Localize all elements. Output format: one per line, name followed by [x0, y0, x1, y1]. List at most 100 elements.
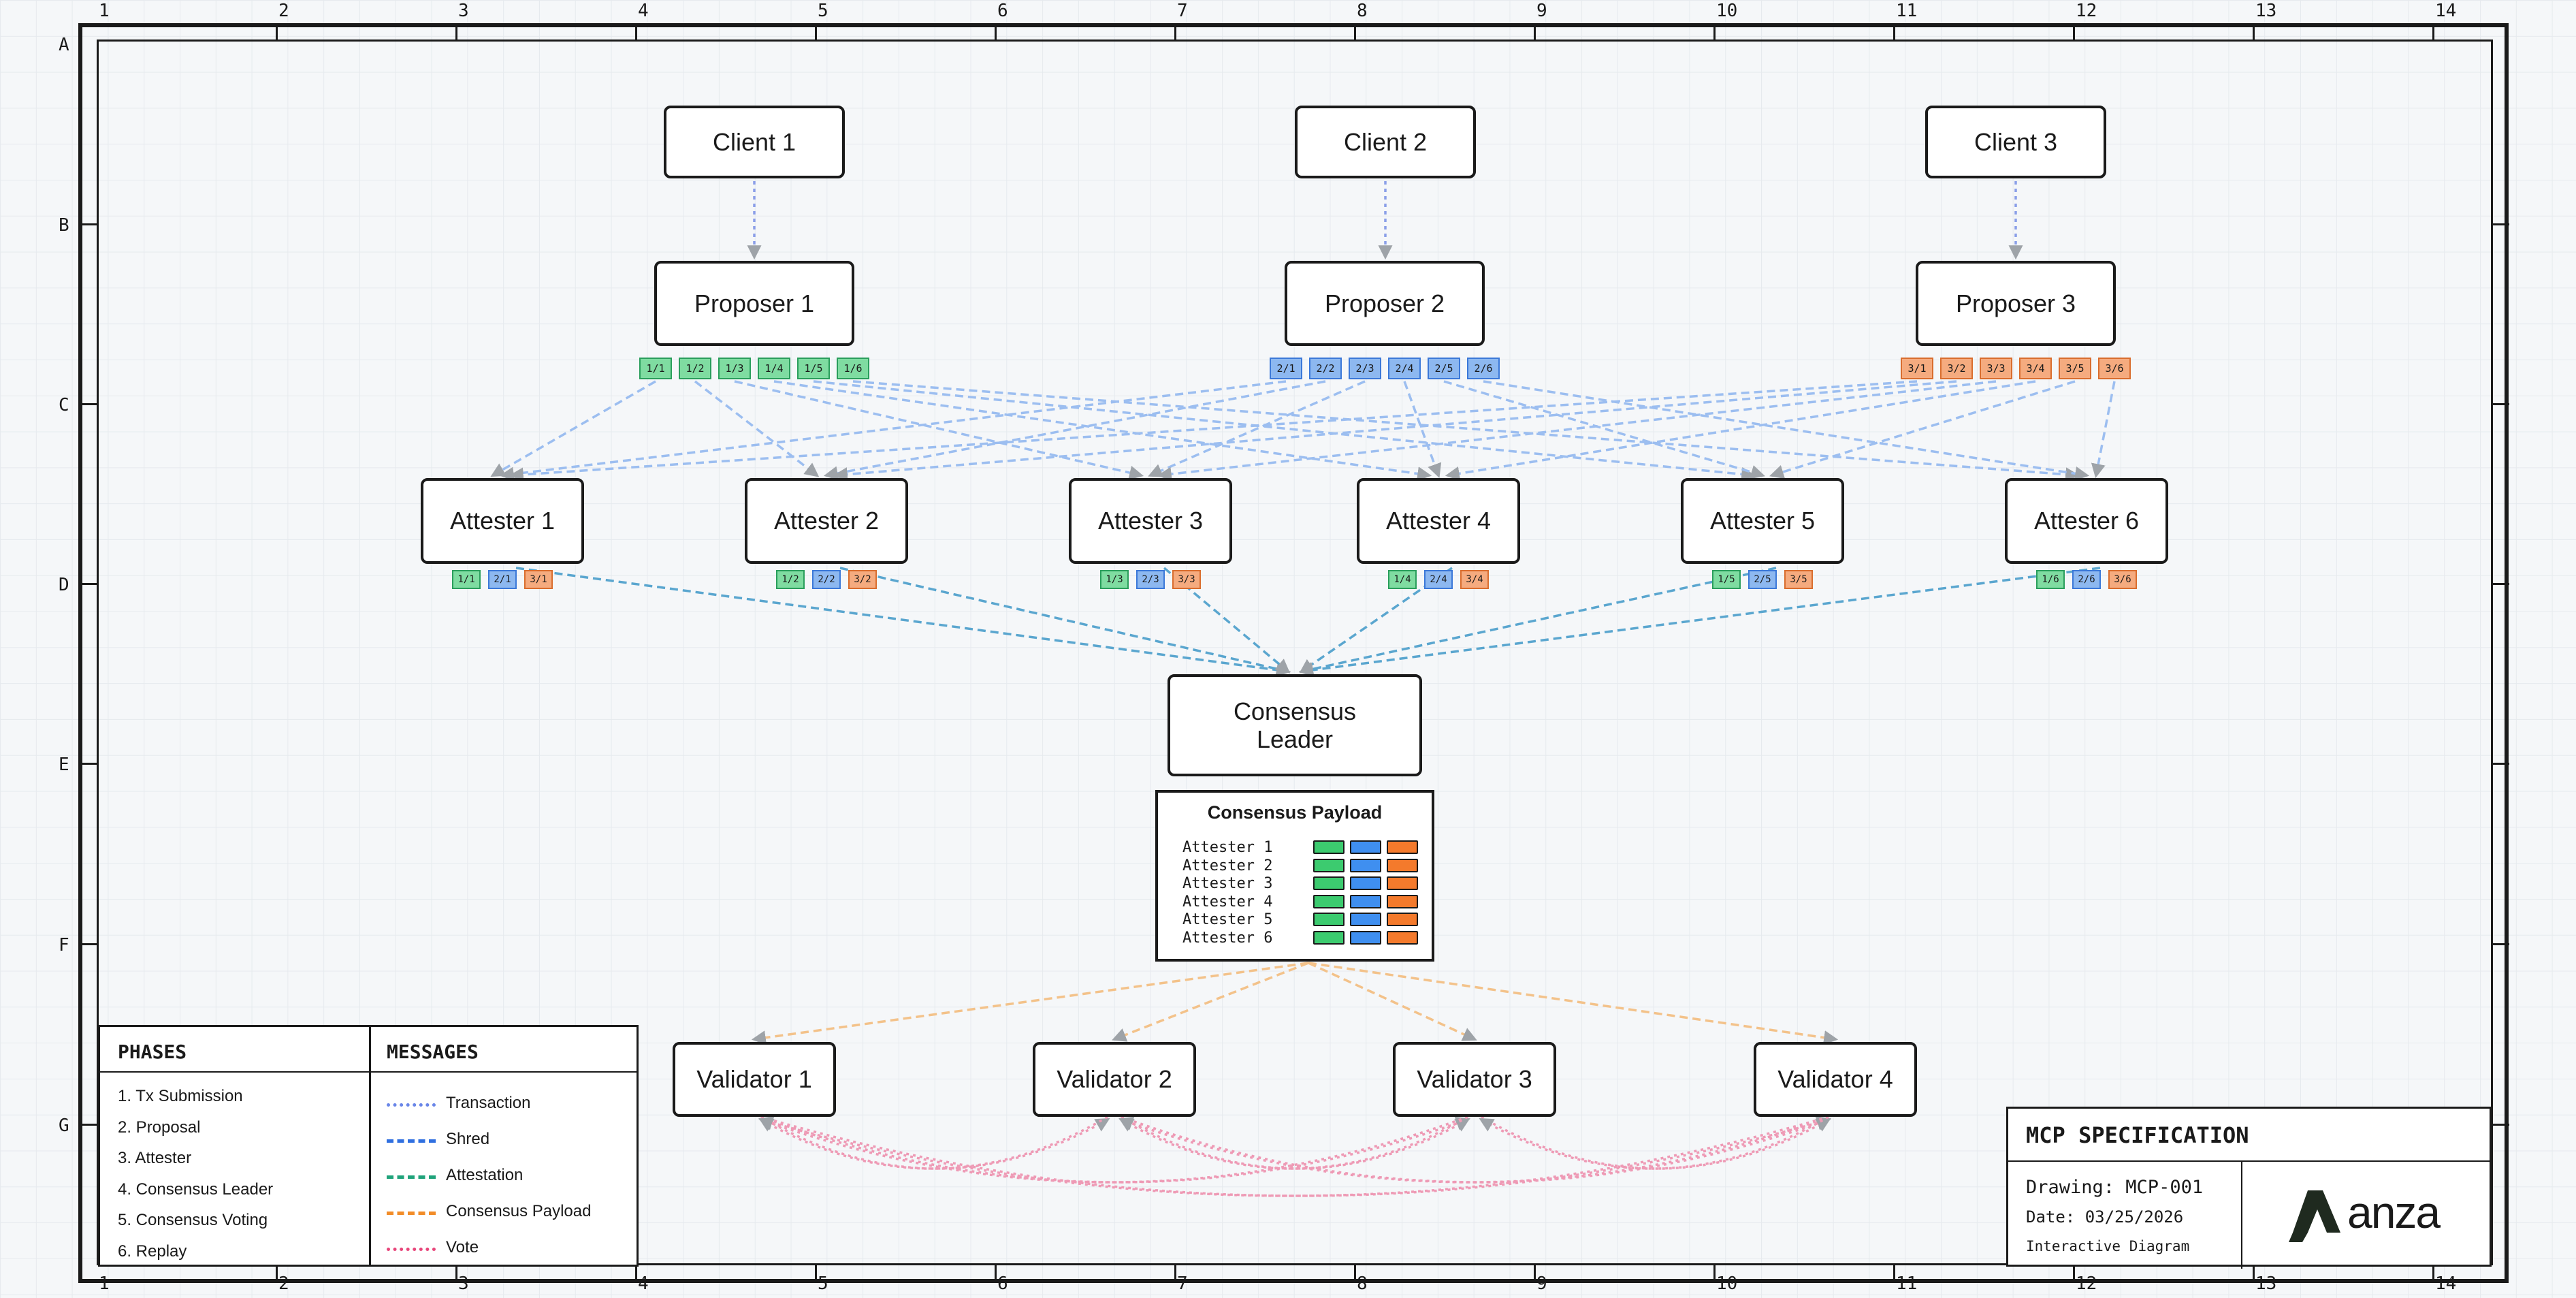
proposer-shred-chip[interactable]: 1/3 [718, 358, 751, 379]
proposer-shred-chip[interactable]: 2/1 [1270, 358, 1302, 379]
ruler-tick [2493, 223, 2509, 225]
client-node-1[interactable]: Client 1 [664, 106, 845, 178]
attester-node-5[interactable]: Attester 5 [1681, 478, 1844, 564]
ruler-tick [1893, 23, 1895, 39]
payload-shred-bar [1387, 858, 1418, 872]
proposer-shred-chip[interactable]: 2/3 [1349, 358, 1381, 379]
attester-node-4[interactable]: Attester 4 [1357, 478, 1520, 564]
payload-shred-bar [1387, 876, 1418, 890]
proposer-shred-chip[interactable]: 2/6 [1467, 358, 1500, 379]
proposer-node-2[interactable]: Proposer 2 [1285, 261, 1485, 346]
attester-node-6[interactable]: Attester 6 [2005, 478, 2168, 564]
ruler-tick [815, 23, 817, 39]
attester-shred-chip[interactable]: 3/3 [1172, 570, 1201, 589]
attester-shred-chip[interactable]: 1/5 [1712, 570, 1741, 589]
ruler-tick [2432, 23, 2434, 39]
shred-edge [1445, 380, 2036, 481]
column-label-top: 13 [2255, 1, 2277, 21]
proposer-shred-chip[interactable]: 1/6 [837, 358, 869, 379]
shred-edge [833, 380, 1957, 482]
ruler-tick [2253, 1265, 2255, 1282]
attester-shred-chip[interactable]: 2/3 [1136, 570, 1165, 589]
attester-shred-chip[interactable]: 3/4 [1460, 570, 1489, 589]
attester-shred-chip[interactable]: 2/1 [488, 570, 517, 589]
proposer-shred-chip[interactable]: 1/1 [639, 358, 672, 379]
column-label-top: 6 [997, 1, 1008, 21]
attester-shred-chip[interactable]: 2/6 [2072, 570, 2101, 589]
row-label: G [59, 1115, 69, 1136]
payload-shred-bar [1350, 840, 1381, 854]
proposer-node-3[interactable]: Proposer 3 [1916, 261, 2116, 346]
attester-shred-chip[interactable]: 1/3 [1100, 570, 1129, 589]
payload-row-label: Attester 3 [1182, 875, 1273, 892]
attester-shred-chip[interactable]: 1/4 [1388, 570, 1417, 589]
validator-node-4[interactable]: Validator 4 [1754, 1042, 1917, 1117]
validator-node-1[interactable]: Validator 1 [673, 1042, 836, 1117]
phase-item: 6. Replay [118, 1241, 187, 1261]
title-block: MCP SPECIFICATION Drawing: MCP-001 Date:… [2006, 1107, 2492, 1269]
proposer-shred-chip[interactable]: 3/5 [2059, 358, 2091, 379]
ruler-tick [995, 23, 997, 39]
proposer-shred-chip[interactable]: 3/2 [1940, 358, 1973, 379]
shred-edge [734, 380, 1144, 480]
proposer-shred-chip[interactable]: 1/2 [679, 358, 711, 379]
column-label-top: 10 [1716, 1, 1738, 21]
row-label: A [59, 35, 69, 55]
ruler-tick [276, 23, 278, 39]
payload-shred-bar [1387, 894, 1418, 908]
phase-item: 4. Consensus Leader [118, 1180, 274, 1199]
client-node-3[interactable]: Client 3 [1925, 106, 2106, 178]
attester-node-2[interactable]: Attester 2 [745, 478, 908, 564]
attester-shred-chip[interactable]: 2/2 [812, 570, 841, 589]
attester-shred-chip[interactable]: 2/4 [1424, 570, 1453, 589]
drawing-subtitle: Interactive Diagram [2026, 1238, 2190, 1254]
drawing-number: Drawing: MCP-001 [2026, 1177, 2204, 1198]
proposer-shred-chip[interactable]: 2/2 [1309, 358, 1342, 379]
shred-edge [823, 380, 1326, 481]
validator-node-3[interactable]: Validator 3 [1393, 1042, 1556, 1117]
attester-node-3[interactable]: Attester 3 [1069, 478, 1232, 564]
consensus-leader-node[interactable]: Consensus Leader [1168, 674, 1422, 776]
proposer-shred-chip[interactable]: 1/5 [797, 358, 830, 379]
ruler-tick [1174, 23, 1176, 39]
column-label-bottom: 7 [1177, 1273, 1188, 1294]
client-node-2[interactable]: Client 2 [1295, 106, 1476, 178]
ruler-tick [80, 583, 97, 585]
proposer-node-1[interactable]: Proposer 1 [654, 261, 854, 346]
proposer-shred-chip[interactable]: 2/4 [1388, 358, 1421, 379]
legend-divider-horizontal [100, 1071, 637, 1073]
attester-shred-chip[interactable]: 3/1 [524, 570, 553, 589]
column-label-bottom: 5 [818, 1273, 828, 1294]
shred-edge [1403, 381, 1442, 478]
payload-edge [1308, 962, 1839, 1045]
ruler-tick [80, 403, 97, 405]
proposer-shred-chip[interactable]: 2/5 [1428, 358, 1460, 379]
message-line-swatch [387, 1103, 436, 1107]
attester-shred-chip[interactable]: 3/5 [1784, 570, 1813, 589]
proposer-shred-chip[interactable]: 3/4 [2019, 358, 2052, 379]
vote-edge [760, 1115, 1832, 1197]
ruler-tick [2493, 943, 2509, 945]
shred-edge [1443, 380, 1766, 479]
message-item: Transaction [446, 1094, 531, 1112]
shred-edge [1483, 380, 2090, 481]
attester-node-1[interactable]: Attester 1 [421, 478, 584, 564]
column-label-bottom: 10 [1716, 1273, 1738, 1294]
payload-shred-bar [1387, 930, 1418, 945]
phases-title: PHASES [118, 1041, 187, 1063]
drawing-date: Date: 03/25/2026 [2026, 1207, 2184, 1226]
proposer-shred-chip[interactable]: 1/4 [758, 358, 790, 379]
proposer-shred-chip[interactable]: 3/6 [2098, 358, 2131, 379]
attester-shred-chip[interactable]: 1/6 [2036, 570, 2065, 589]
validator-node-2[interactable]: Validator 2 [1033, 1042, 1196, 1117]
proposer-shred-chip[interactable]: 3/1 [1901, 358, 1933, 379]
proposer-shred-chip[interactable]: 3/3 [1980, 358, 2012, 379]
message-line-swatch [387, 1139, 436, 1143]
attester-shred-chip[interactable]: 2/5 [1748, 570, 1777, 589]
attester-shred-chip[interactable]: 1/2 [776, 570, 805, 589]
attester-shred-chip[interactable]: 1/1 [452, 570, 481, 589]
payload-row-label: Attester 1 [1182, 839, 1273, 856]
attester-shred-chip[interactable]: 3/6 [2108, 570, 2137, 589]
attester-shred-chip[interactable]: 3/2 [848, 570, 877, 589]
